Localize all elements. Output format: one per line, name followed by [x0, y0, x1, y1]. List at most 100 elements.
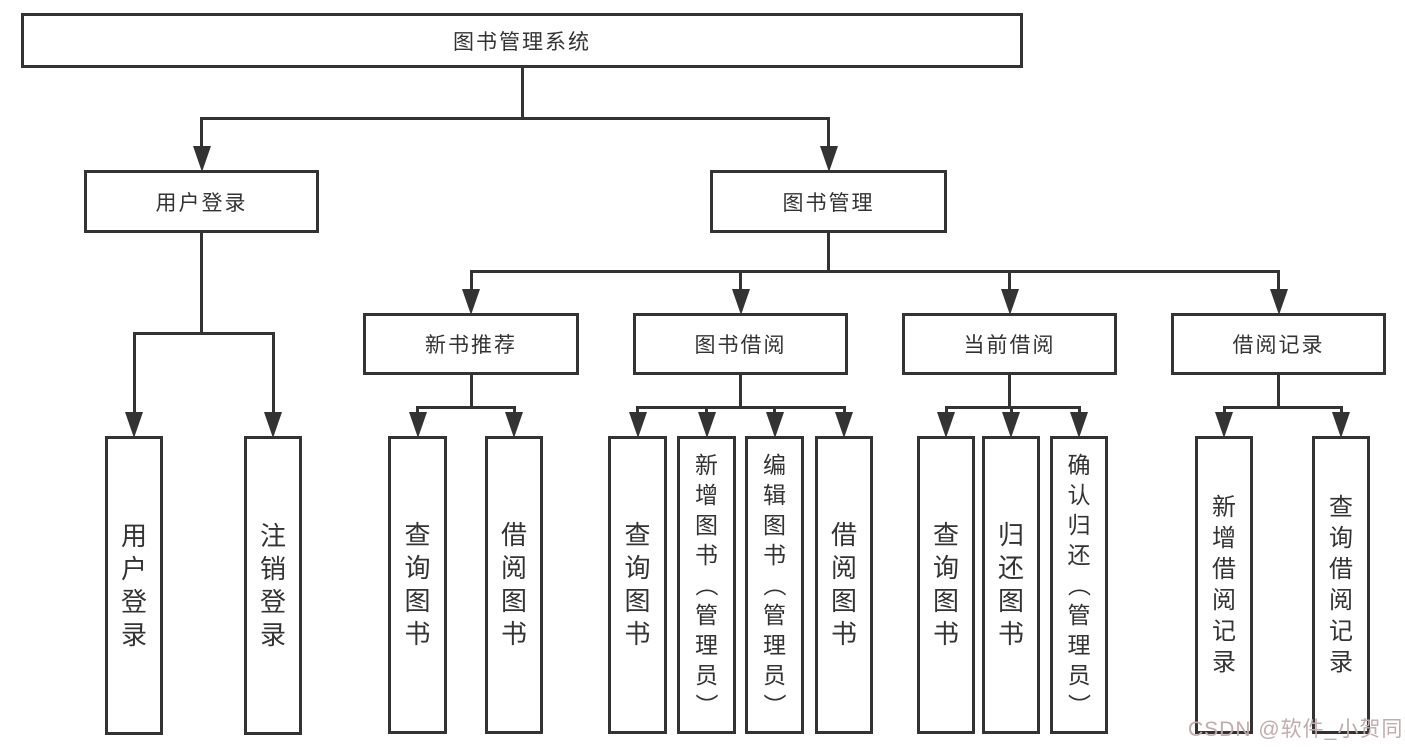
connector-drop [827, 118, 830, 160]
node-label-char: 图 [695, 512, 718, 538]
arrow-down-icon [628, 412, 647, 438]
node-label-char: 询 [1329, 525, 1353, 552]
node-label: 借阅记录 [1232, 334, 1325, 357]
box-borrow-books-borrowing: 借阅图书 [815, 436, 873, 734]
arrow-down-icon [697, 412, 716, 438]
node-label-char: 询 [624, 553, 651, 583]
node-label-char: 图 [763, 512, 786, 538]
node-label-char: 记 [1212, 618, 1236, 645]
node-label-char: 查 [932, 520, 959, 550]
connector-bar [636, 405, 846, 409]
connector-drop [200, 118, 203, 160]
node-label-char: 图 [624, 586, 651, 616]
node-label-char: 管 [1067, 602, 1091, 628]
node-label-char: 查 [624, 520, 651, 550]
node-label-char: 询 [932, 553, 959, 583]
node-label: 新增借阅记录 [1198, 492, 1250, 678]
box-borrow-books-recommend: 借阅图书 [485, 436, 543, 734]
node-label-char: 阅 [1212, 587, 1236, 614]
box-book-management: 图书管理 [710, 170, 947, 233]
node-label-char: 认 [1067, 482, 1091, 508]
node-label-char: 借 [1329, 556, 1353, 583]
node-label-char: 录 [1212, 649, 1236, 676]
node-label-char: 理 [695, 632, 718, 658]
node-label: 新书推荐 [425, 334, 517, 357]
box-current-borrowing: 当前借阅 [902, 313, 1117, 375]
box-book-borrowing: 图书借阅 [633, 313, 848, 375]
arrow-down-icon [731, 289, 750, 315]
connector-stem [1277, 373, 1280, 407]
connector-stem [827, 231, 830, 271]
node-label-char: 新 [695, 452, 718, 478]
node-label-char: 归 [1067, 512, 1091, 538]
node-label-char: 书 [830, 619, 857, 649]
connector-bar [416, 405, 516, 409]
arrow-down-icon [264, 412, 282, 438]
node-label-char: 询 [404, 553, 431, 583]
node-label-char: ） [761, 693, 788, 717]
connector-drop [739, 271, 742, 303]
node-label-char: 理 [1067, 632, 1091, 658]
connector-drop [469, 271, 473, 303]
connector-drop [1008, 271, 1011, 303]
node-label: 借阅图书 [488, 519, 540, 651]
arrow-down-icon [765, 412, 784, 438]
node-label-char: 还 [997, 553, 1024, 583]
node-label-char: 员 [1067, 662, 1091, 688]
root-box-library-system: 图书管理系统 [21, 13, 1023, 68]
node-label: 图书管理 [782, 191, 875, 215]
node-label: 用户登录 [155, 191, 248, 215]
connector-bar [1222, 405, 1343, 409]
arrow-down-icon [1070, 412, 1088, 438]
node-label-char: 辑 [763, 482, 786, 508]
box-edit-books-admin: 编辑图书（管理员） [745, 436, 804, 734]
connector-stem [469, 373, 473, 407]
arrow-down-icon [192, 146, 211, 172]
arrow-down-icon [1002, 412, 1020, 438]
box-query-borrow-record: 查询借阅记录 [1312, 436, 1370, 734]
connector-drop [271, 333, 275, 426]
box-add-books-admin: 新增图书（管理员） [677, 436, 736, 734]
arrow-down-icon [835, 412, 853, 438]
box-user-login-leaf: 用户登录 [105, 436, 163, 735]
node-label: 归还图书 [985, 519, 1037, 651]
node-label-char: 阅 [500, 553, 527, 583]
node-label: 查询图书 [391, 519, 444, 651]
node-label-char: 书 [997, 619, 1024, 649]
node-label: 当前借阅 [963, 334, 1056, 357]
node-label-char: 增 [1212, 525, 1236, 552]
node-label-char: 阅 [1329, 587, 1353, 614]
arrow-down-icon [819, 146, 838, 172]
connector-stem [739, 373, 742, 407]
box-query-books-recommend: 查询图书 [388, 436, 447, 734]
node-label-char: 管 [695, 602, 718, 628]
node-label-char: （ [693, 573, 720, 597]
node-label-char: 查 [404, 520, 431, 550]
node-label-char: 登 [259, 586, 286, 617]
node-label-char: 图 [500, 586, 527, 616]
connector-drop [132, 333, 136, 426]
node-label: 用户登录 [108, 520, 160, 652]
node-label-char: 书 [624, 619, 651, 649]
node-label-char: 增 [695, 482, 718, 508]
connector-bar [200, 116, 830, 120]
node-label-char: 借 [1212, 556, 1236, 583]
node-label-char: 书 [500, 619, 527, 649]
box-return-books: 归还图书 [982, 436, 1040, 734]
node-label-char: 录 [120, 619, 147, 650]
connector-stem [200, 231, 203, 333]
node-label-char: 录 [1329, 649, 1353, 676]
node-label-char: 员 [695, 662, 718, 688]
node-label: 查询图书 [920, 519, 972, 651]
node-label-char: 书 [695, 542, 718, 568]
node-label-char: 确 [1067, 452, 1091, 478]
node-label-char: 书 [763, 542, 786, 568]
box-query-books-current: 查询图书 [917, 436, 975, 734]
box-confirm-return-admin: 确认归还（管理员） [1050, 436, 1108, 734]
node-label-char: 书 [932, 619, 959, 649]
node-label-char: 还 [1067, 542, 1091, 568]
box-add-borrow-record: 新增借阅记录 [1195, 436, 1253, 734]
node-label-char: 书 [404, 619, 431, 649]
node-label-char: 注 [259, 520, 286, 551]
node-label: 查询借阅记录 [1315, 492, 1367, 678]
